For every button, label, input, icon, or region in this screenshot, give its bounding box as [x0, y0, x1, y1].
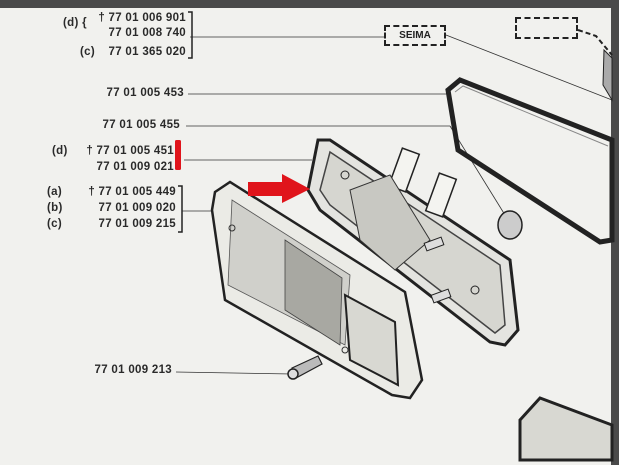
variant-code: (b) — [47, 202, 63, 214]
leader-line — [449, 125, 506, 216]
partial-part-top-right — [602, 48, 613, 102]
part-number: 77 01 009 213 — [94, 364, 172, 376]
partial-part-bottom-right — [518, 396, 614, 462]
variant-code: (c) — [47, 218, 62, 230]
part-number: † 77 01 006 901 — [98, 12, 186, 24]
variant-code: (d) { — [63, 17, 87, 29]
variant-code: (c) — [80, 46, 95, 58]
part-number: 77 01 009 020 — [98, 202, 176, 214]
screw-part — [287, 355, 323, 380]
seima-label-box: SEIMA — [384, 25, 446, 46]
part-number: 77 01 009 215 — [98, 218, 176, 230]
dashed-label-box — [515, 17, 578, 39]
leader-line — [577, 29, 613, 56]
variant-code: (d) — [52, 145, 68, 157]
red-arrow-icon — [248, 174, 310, 203]
lamp-lens-part — [210, 180, 424, 400]
lamp-base-part — [306, 138, 520, 347]
bracket — [188, 11, 193, 59]
highlight-marker — [175, 140, 181, 170]
part-number: † 77 01 005 449 — [88, 186, 176, 198]
gasket-part — [445, 77, 615, 245]
grommet-part — [497, 210, 523, 240]
leader-line — [445, 34, 613, 101]
part-number: 77 01 365 020 — [108, 46, 186, 58]
part-number: 77 01 009 021 — [96, 161, 174, 173]
leader-line — [175, 371, 293, 375]
part-number: † 77 01 005 451 — [86, 145, 174, 157]
part-number: 77 01 005 453 — [106, 87, 184, 99]
bracket — [178, 185, 183, 233]
variant-code: (a) — [47, 186, 62, 198]
part-number: 77 01 005 455 — [102, 119, 180, 131]
part-number: 77 01 008 740 — [108, 27, 186, 39]
